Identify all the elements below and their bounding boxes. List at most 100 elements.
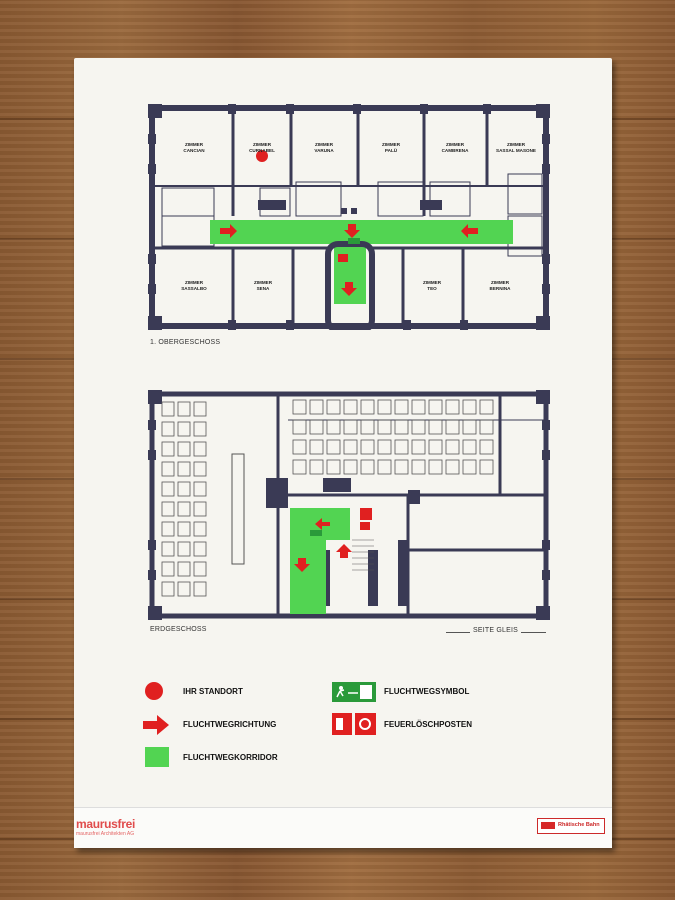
table-symbol [360,419,375,435]
bottom-room-4-l2: BERNINA [490,286,512,291]
table-symbol [309,459,324,475]
table-symbol [394,439,409,455]
table-symbol [161,581,175,597]
table-symbol [360,399,375,415]
bottom-room-1-l1: ZIMMER [185,280,204,285]
table-symbol [411,439,426,455]
table-symbol [161,441,175,457]
rhb-text: Rhätische Bahn [558,822,600,828]
table-symbol [193,581,207,597]
top-room-4-l1: ZIMMER [382,142,401,147]
table-symbol [462,439,477,455]
table-symbol [326,459,341,475]
side-label: SEITE GLEIS [470,627,521,634]
table-symbol [193,521,207,537]
bottom-room-2-l2: SENA [257,286,270,291]
table-symbol [177,561,191,577]
table-symbol [161,481,175,497]
table-symbol [161,561,175,577]
table-symbol [177,581,191,597]
corridor-swatch [145,747,169,767]
table-symbol [445,459,460,475]
table-symbol [177,501,191,517]
table-symbol [292,439,307,455]
legend-posten: FEUERLÖSCHPOSTEN [384,720,473,729]
top-room-1-l2: CANCIAN [183,148,205,153]
table-symbol [177,541,191,557]
you-are-here-marker [256,150,268,162]
table-symbol [462,419,477,435]
maurusfrei-subtitle: maurusfrei Architekten AG [76,831,135,837]
table-symbol [445,399,460,415]
table-symbol [292,419,307,435]
table-symbol [177,421,191,437]
table-symbol [292,399,307,415]
table-symbol [411,419,426,435]
arrow-icon [143,715,169,735]
table-symbol [193,541,207,557]
legend-symbol: FLUCHTWEGSYMBOL [384,687,470,696]
table-symbol [326,399,341,415]
table-symbol [479,439,494,455]
top-room-5-l2: CAMBRENA [442,148,469,153]
table-symbol [343,459,358,475]
table-symbol [377,399,392,415]
top-room-1-l1: ZIMMER [185,142,204,147]
top-room-6-l2: SASSAL MASONE [496,148,536,153]
table-symbol [177,441,191,457]
table-symbol [411,399,426,415]
bottom-room-1-l2: SASSALBO [181,286,207,291]
legend-korridor: FLUCHTWEGKORRIDOR [183,753,278,762]
fire-hose-icon [332,713,376,735]
table-symbol [177,401,191,417]
table-symbol [445,439,460,455]
table-symbol [479,419,494,435]
top-room-3-l2: VARUNA [314,148,334,153]
table-symbol [193,481,207,497]
table-symbol [161,421,175,437]
maurusfrei-logo: maurusfrei [76,817,136,831]
rhb-logo: Rhätische Bahn [537,818,605,834]
table-symbol [343,399,358,415]
legend-richtung: FLUCHTWEGRICHTUNG [183,720,277,729]
exit-sign-icon [332,682,376,702]
rhb-mark-icon [541,822,555,829]
table-symbol [177,461,191,477]
table-symbol [193,441,207,457]
top-room-2-l1: ZIMMER [253,142,272,147]
ground-floor-plan [148,390,550,620]
ground-floor-label: ERDGESCHOSS [150,626,207,633]
table-symbol [177,481,191,497]
table-symbol [193,561,207,577]
table-symbol [445,419,460,435]
table-symbol [193,461,207,477]
table-symbol [462,459,477,475]
table-symbol [428,439,443,455]
upper-floor-label: 1. OBERGESCHOSS [150,339,221,346]
table-symbol [462,399,477,415]
table-symbol [309,399,324,415]
top-room-6-l1: ZIMMER [507,142,526,147]
table-symbol [193,401,207,417]
table-symbol [377,439,392,455]
table-symbol [177,521,191,537]
table-symbol [377,459,392,475]
bottom-room-4-l1: ZIMMER [491,280,510,285]
board-footer-strip [74,807,612,848]
table-symbol [326,419,341,435]
bottom-room-2-l1: ZIMMER [254,280,273,285]
table-symbol [428,419,443,435]
table-symbol [479,399,494,415]
bottom-room-3-l1: ZIMMER [423,280,442,285]
table-symbol [161,461,175,477]
table-symbol [343,419,358,435]
table-symbol [377,419,392,435]
upper-floor-plan: ZIMMERCANCIANZIMMERCURNABELZIMMERVARUNAZ… [148,104,550,330]
top-room-3-l1: ZIMMER [315,142,334,147]
table-symbol [161,501,175,517]
table-symbol [193,421,207,437]
table-symbol [394,459,409,475]
top-room-2-l2: CURNABEL [249,148,275,153]
standort-icon [145,682,163,700]
table-symbol [309,419,324,435]
